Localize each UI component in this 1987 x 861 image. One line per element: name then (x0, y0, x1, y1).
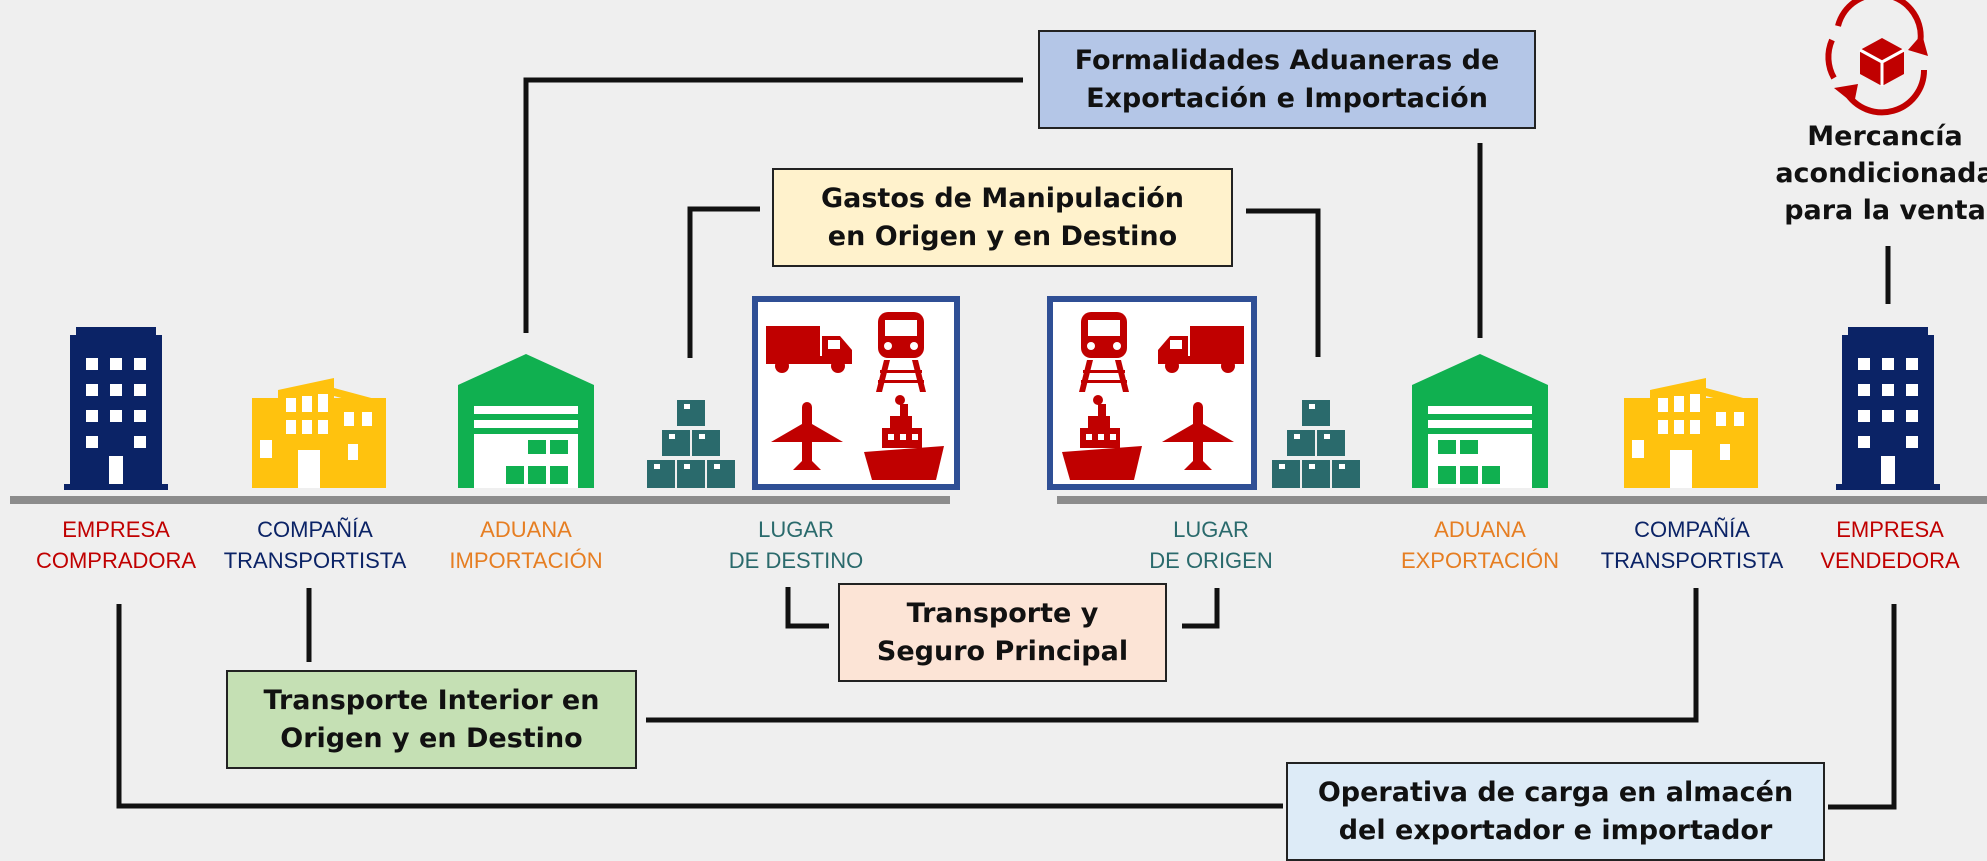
label-destination: LUGAR DE DESTINO (728, 517, 864, 573)
truck-icon (1158, 326, 1244, 373)
label-buyer: EMPRESA COMPRADORA (35, 517, 197, 573)
ground-line-left (10, 496, 950, 504)
airplane-icon (1162, 402, 1234, 470)
warehouse-icon (1412, 354, 1548, 488)
connector-warehouse-left (116, 604, 1283, 809)
office-building-icon (1836, 327, 1940, 490)
connector-handling-left (687, 206, 760, 358)
connector-lines (116, 77, 1897, 810)
train-icon (876, 312, 926, 392)
label-origin: LUGAR DE ORIGEN (1149, 517, 1273, 573)
warehouse-ops-box-text: Operativa de carga en almacén del export… (1317, 776, 1794, 846)
transport-frame-destination (752, 296, 960, 490)
inland-transport-box-text: Transporte Interior en Origen y en Desti… (263, 684, 600, 754)
warehouse-ops-box: Operativa de carga en almacén del export… (1286, 762, 1825, 861)
connector-customs-left (523, 77, 1023, 333)
ship-icon (1062, 395, 1142, 480)
customs-box-text: Formalidades Aduaneras de Exportación e … (1074, 44, 1500, 114)
label-carrier-left: COMPAÑÍA TRANSPORTISTA (223, 517, 407, 573)
train-icon (1079, 312, 1129, 392)
factory-icon (252, 378, 386, 488)
main-transport-box: Transporte y Seguro Principal (838, 583, 1167, 682)
label-import-customs: ADUANA IMPORTACIÓN (449, 517, 603, 573)
customs-box: Formalidades Aduaneras de Exportación e … (1038, 30, 1536, 129)
ship-icon (864, 395, 944, 480)
handling-box: Gastos de Manipulación en Origen y en De… (772, 168, 1233, 267)
truck-icon (766, 326, 852, 373)
goods-ready-text: Mercancía acondicionada para la venta (1775, 121, 1987, 226)
ground-line-right (1057, 496, 1987, 504)
inland-transport-box: Transporte Interior en Origen y en Desti… (226, 670, 637, 769)
connector-main-right (1182, 588, 1220, 629)
box-cycle-icon (1825, 0, 1928, 116)
label-carrier-right: COMPAÑÍA TRANSPORTISTA (1600, 517, 1784, 573)
warehouse-icon (458, 354, 594, 488)
stacked-boxes-icon (1272, 400, 1360, 488)
connector-inland-right (646, 588, 1699, 723)
transport-frame-origin (1047, 296, 1257, 490)
connector-warehouse-right (1828, 604, 1897, 810)
connector-main-left (785, 587, 829, 629)
handling-box-text: Gastos de Manipulación en Origen y en De… (820, 182, 1185, 252)
office-building-icon (64, 327, 168, 490)
factory-icon (1624, 378, 1758, 488)
airplane-icon (771, 402, 843, 470)
main-transport-box-text: Transporte y Seguro Principal (876, 597, 1129, 667)
connector-handling-right (1246, 208, 1321, 357)
label-export-customs: ADUANA EXPORTACIÓN (1400, 517, 1560, 573)
label-seller: EMPRESA VENDEDORA (1820, 517, 1960, 573)
stacked-boxes-icon (647, 400, 735, 488)
